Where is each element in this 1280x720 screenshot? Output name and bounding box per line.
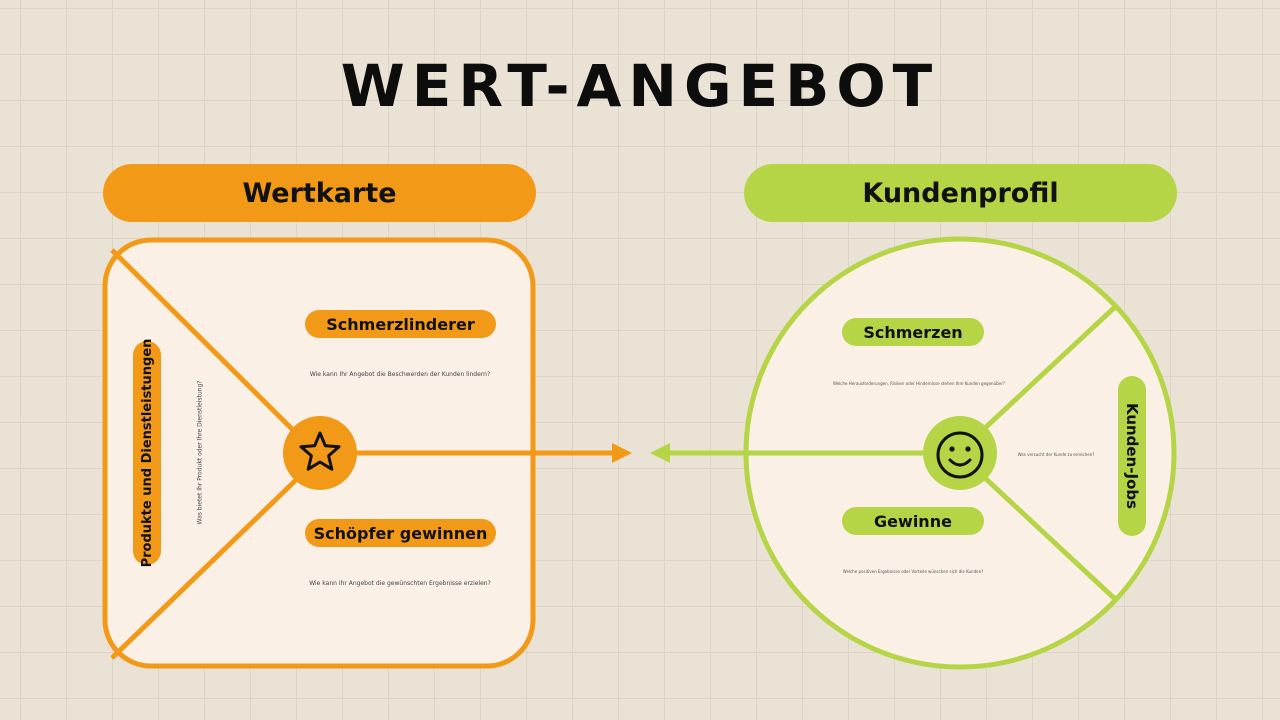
value-arrow-head [612, 443, 632, 463]
page-title: WERT-ANGEBOT [340, 52, 940, 120]
pain-relievers-question: Wie kann Ihr Angebot die Beschwerden der… [309, 371, 491, 378]
pains-question: Welche Herausforderungen, Risiken oder H… [833, 381, 1005, 386]
gains-pill: Gewinne [842, 507, 984, 535]
value-map-divider-bottom [110, 476, 300, 660]
products-services-label: Produkte und Dienstleistungen [133, 339, 161, 567]
customer-divider-top [983, 305, 1117, 430]
customer-profile-header: Kundenprofil [744, 164, 1177, 222]
customer-center-circle [923, 416, 997, 490]
customer-jobs-question: Was versucht der Kunde zu erreichen? [1017, 452, 1095, 457]
customer-jobs-pill: Kunden-Jobs [1118, 376, 1146, 536]
customer-arrow-head [650, 443, 670, 463]
value-center-circle [283, 416, 357, 490]
pain-relievers-pill: Schmerzlinderer [305, 310, 496, 338]
customer-divider-bottom [983, 476, 1117, 601]
value-map-divider-top [110, 248, 300, 437]
products-question-wrap: Was bietet Ihr Produkt oder Ihre Dienstl… [194, 372, 206, 532]
customer-jobs-label: Kunden-Jobs [1118, 376, 1146, 536]
value-map-header: Wertkarte [103, 164, 536, 222]
products-question: Was bietet Ihr Produkt oder Ihre Dienstl… [196, 380, 204, 524]
gain-creators-pill: Schöpfer gewinnen [305, 519, 496, 547]
products-services-pill: Produkte und Dienstleistungen [133, 339, 161, 567]
gains-question: Welche positiven Ergebnisse oder Vorteil… [842, 569, 984, 574]
star-icon [299, 431, 341, 471]
gain-creators-question: Wie kann Ihr Angebot die gewünschten Erg… [309, 580, 491, 587]
pains-pill: Schmerzen [842, 318, 984, 346]
smiley-icon [936, 431, 984, 479]
